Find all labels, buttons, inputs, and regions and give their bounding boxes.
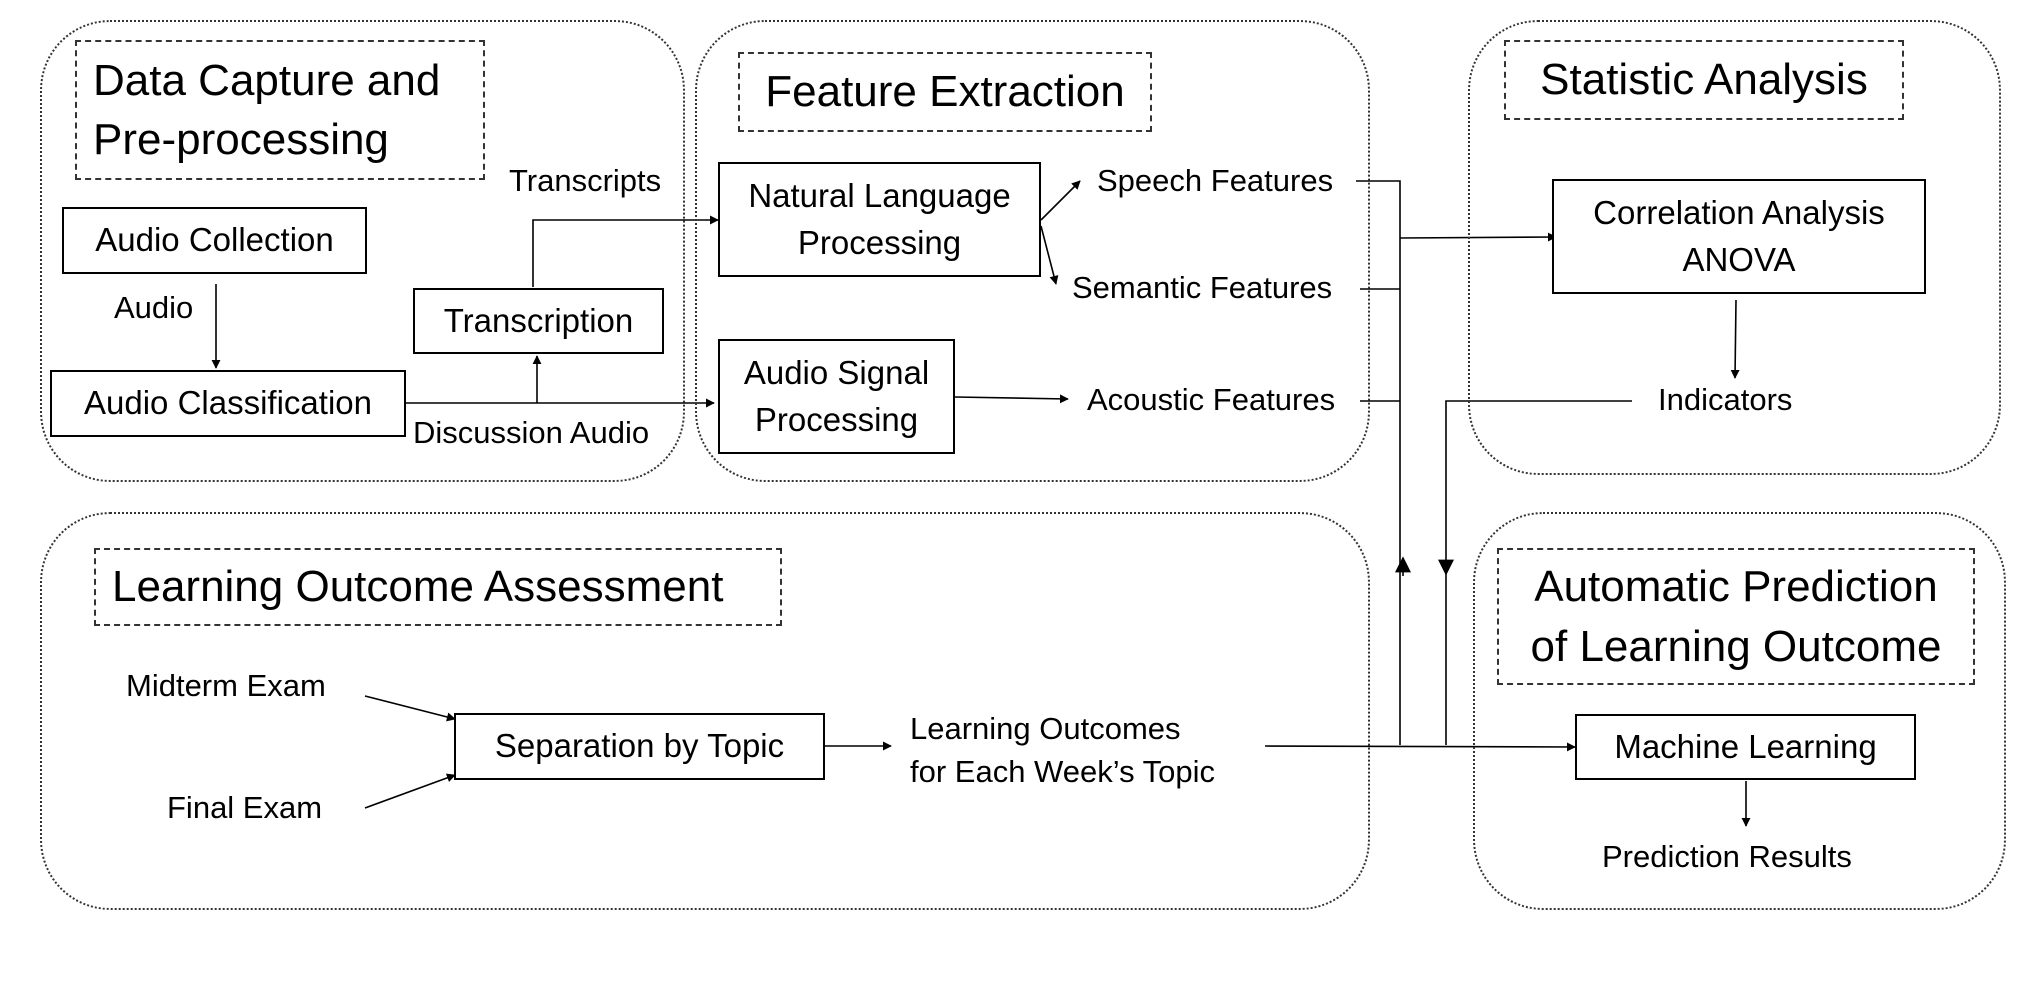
transcription-box: Transcription — [413, 288, 664, 354]
heading-learning-outcome-assessment: Learning Outcome Assessment — [94, 548, 782, 626]
heading-feature-extraction: Feature Extraction — [738, 52, 1152, 132]
arrow-features-to-correlation — [1399, 232, 1557, 242]
heading-statistic-analysis: Statistic Analysis — [1504, 40, 1904, 120]
panel-automatic-prediction — [1473, 512, 2006, 910]
separation-by-topic-box: Separation by Topic — [454, 713, 825, 780]
audio-collection-box: Audio Collection — [62, 207, 367, 274]
heading-automatic-prediction: Automatic Prediction of Learning Outcome — [1497, 548, 1975, 685]
panel-statistic-analysis — [1468, 20, 2001, 475]
arrow-midterm-to-separation — [364, 695, 456, 722]
arrow-outcomes-to-ml — [1264, 742, 1576, 752]
arrow-nlp-to-semantic — [1040, 225, 1059, 285]
arrow-asp-to-acoustic — [954, 394, 1069, 404]
arrow-transcription-to-nlp — [532, 215, 719, 287]
machine-learning-box: Machine Learning — [1575, 714, 1916, 780]
label-acoustic-features: Acoustic Features — [1087, 382, 1336, 417]
panel-data-capture — [40, 20, 685, 482]
audio-signal-processing-box: Audio Signal Processing — [718, 339, 955, 454]
line-indicators — [1445, 400, 1632, 745]
panel-learning-outcome-assessment — [40, 512, 1370, 910]
label-learning-outcomes: Learning Outcomes for Each Week’s Topic — [910, 711, 1215, 790]
label-midterm-exam: Midterm Exam — [126, 668, 326, 703]
panel-feature-extraction — [695, 20, 1370, 482]
label-speech-features: Speech Features — [1097, 163, 1334, 198]
arrow-final-to-separation — [364, 773, 456, 809]
label-transcripts: Transcripts — [509, 163, 662, 198]
arrow-nlp-to-speech — [1040, 180, 1081, 221]
nlp-box: Natural Language Processing — [718, 162, 1041, 277]
label-discussion-audio: Discussion Audio — [413, 415, 650, 450]
label-final-exam: Final Exam — [167, 790, 323, 825]
label-semantic-features: Semantic Features — [1072, 270, 1333, 305]
audio-classification-box: Audio Classification — [50, 370, 406, 437]
label-prediction-results: Prediction Results — [1602, 839, 1852, 874]
label-indicators: Indicators — [1658, 382, 1793, 417]
heading-data-capture: Data Capture and Pre-processing — [75, 40, 485, 180]
correlation-analysis-box: Correlation Analysis ANOVA — [1552, 179, 1926, 294]
arrow-correlation-to-indicators — [1730, 299, 1740, 379]
label-audio: Audio — [114, 290, 194, 325]
